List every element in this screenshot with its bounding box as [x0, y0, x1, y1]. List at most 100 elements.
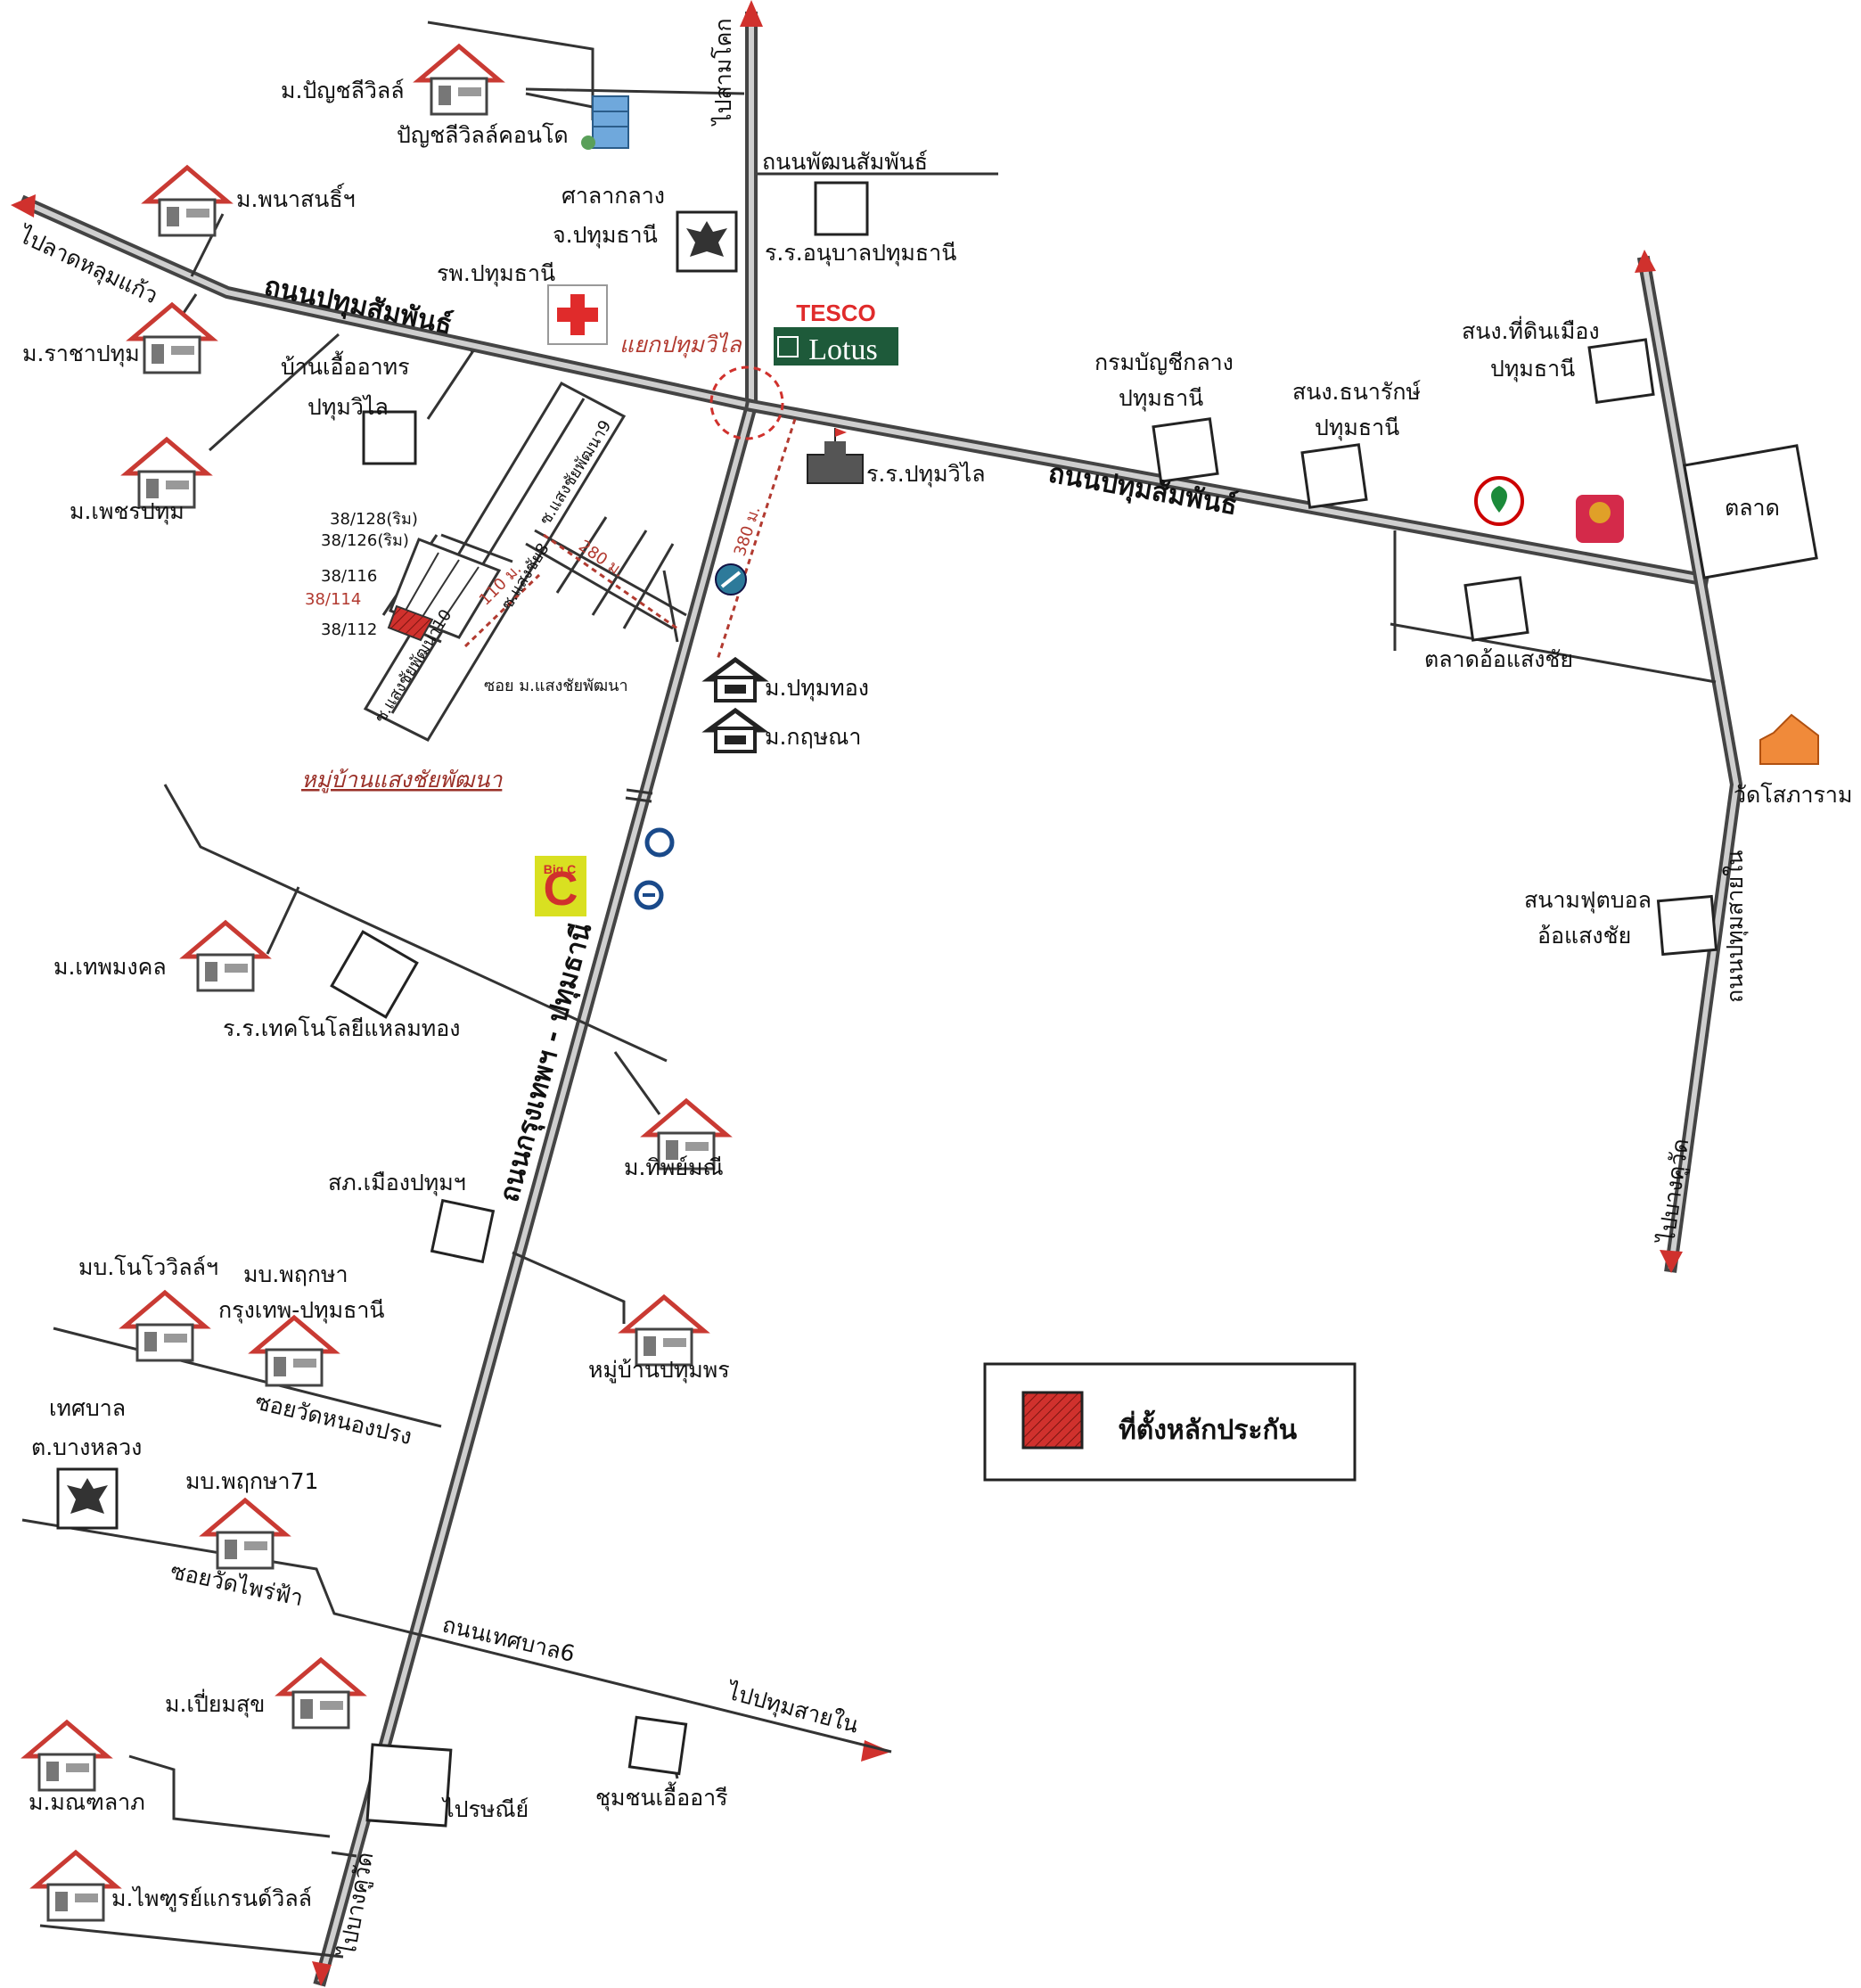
intersection-circle — [709, 366, 784, 440]
house-icon — [125, 1293, 205, 1360]
hospital-cross-icon — [547, 284, 608, 345]
house-icon — [127, 439, 207, 507]
bank-icon — [1474, 476, 1524, 526]
label-m-thip: ม.ทิพย์มณี — [624, 1154, 724, 1180]
label-road-thetsaban6: ถนนเทศบาล6 — [440, 1612, 578, 1667]
label-land-2: ปทุมธานี — [1490, 356, 1575, 382]
label-market: ตลาด — [1725, 495, 1780, 521]
svg-text:Big C: Big C — [544, 862, 577, 876]
label-m-manee: ม.มณฑลาภ — [29, 1789, 145, 1815]
secondary-lanes — [21, 21, 1717, 1959]
label-m-racha: ม.ราชาปทุม — [22, 341, 140, 367]
label-to-sam-khok: ไปสามโคก — [710, 18, 736, 127]
direction-arrows — [11, 0, 1683, 1986]
house-icon — [185, 923, 266, 990]
label-m-pruksa-1: มบ.พฤกษา — [243, 1261, 348, 1287]
house-icon — [132, 305, 212, 373]
bank-circle-icon — [644, 827, 675, 858]
label-kindergarten: ร.ร.อนุบาลปทุมธานี — [765, 240, 956, 267]
label-panyasiri-condo: ปัญชลีวิลล์คอนโด — [397, 122, 569, 148]
collateral-plot — [387, 604, 434, 642]
label-municipal-2: ต.บางหลวง — [31, 1434, 142, 1460]
label-soi-m-saengchai: ซอย ม.แสงชัยพัฒนา — [484, 677, 628, 695]
label-temple-sopharam: วัดโสภาราม — [1734, 782, 1852, 808]
bank-circle-icon — [634, 880, 664, 910]
svg-text:C: C — [544, 862, 578, 916]
label-land-1: สนง.ที่ดินเมือง — [1462, 316, 1600, 344]
house-icon — [624, 1297, 704, 1365]
label-m-pruksa71: มบ.พฤกษา71 — [185, 1468, 318, 1494]
label-municipal-1: เทศบาล — [49, 1395, 126, 1421]
bigc-logo: C Big C — [535, 856, 586, 916]
house-icon — [36, 1852, 116, 1920]
gov-bank-icon — [1576, 495, 1624, 543]
label-plot-128: 38/128(ริม) — [330, 510, 418, 529]
label-m-pruksa-2: กรุงเทพ-ปทุมธานี — [218, 1297, 385, 1324]
condo-icon — [581, 95, 629, 150]
label-treasury-2: ปทุมธานี — [1315, 415, 1399, 441]
label-comptroller-2: ปทุมธานี — [1119, 385, 1203, 412]
house-icon — [147, 168, 227, 235]
school-icon — [807, 428, 864, 484]
house-icon — [254, 1318, 334, 1385]
house-icon — [281, 1660, 361, 1728]
label-baan-uea-2: ปทุมวิไล — [307, 394, 389, 421]
label-to-bang-khu-wat: ไปบางคูวัด — [1653, 1137, 1694, 1246]
distance-markers — [463, 366, 797, 661]
label-m-pathum-thong: ม.ปทุมทอง — [765, 675, 869, 702]
label-court-1: ศาลากลาง — [562, 183, 665, 209]
label-plot-112: 38/112 — [321, 620, 377, 639]
legend-swatch — [1021, 1391, 1084, 1450]
svg-text:Lotus: Lotus — [808, 333, 877, 366]
legend-text: ที่ตั้งหลักประกัน — [1119, 1409, 1298, 1446]
label-post-office: ไปรษณีย์ — [441, 1796, 529, 1822]
label-road-phatthana: ถนนพัฒนสัมพันธ์ — [762, 149, 928, 175]
gas-station-icon — [715, 563, 747, 596]
building-boxes — [330, 181, 1818, 1828]
label-baan-uea-1: บ้านเอื้ออาทร — [281, 350, 410, 380]
label-police: สภ.เมืองปทุมฯ — [328, 1170, 466, 1196]
label-school-pathumwilai: ร.ร.ปทุมวิไล — [866, 461, 986, 488]
house-icon — [205, 1500, 285, 1568]
label-village-pathumphon: หมู่บ้านปทุมพร — [588, 1357, 730, 1384]
legend: ที่ตั้งหลักประกัน — [983, 1362, 1357, 1482]
label-soi-wat-nong-prong: ซอยวัดหนองปรง — [253, 1389, 414, 1450]
label-tech-school: ร.ร.เทคโนโลยีแหลมทอง — [223, 1015, 461, 1041]
label-m-phaitoon: ม.ไพฑูรย์แกรนด์วิลล์ — [111, 1885, 312, 1912]
label-m-kritsana: ม.กฤษณา — [765, 724, 861, 750]
house-icon — [419, 46, 499, 114]
temple-icon — [1759, 713, 1819, 765]
svg-text:TESCO: TESCO — [796, 300, 876, 326]
label-intersection: แยกปทุมวิไล — [619, 332, 742, 358]
label-court-2: จ.ปทุมธานี — [553, 222, 658, 249]
label-hospital: รพ.ปทุมธานี — [437, 260, 555, 287]
garuda-icon — [56, 1467, 119, 1530]
label-m-thep: ม.เทพมงคล — [53, 954, 167, 980]
label-comptroller-1: กรมบัญชีกลาง — [1094, 349, 1234, 375]
tesco-lotus-logo: TESCO Lotus — [774, 299, 898, 366]
label-market-ao: ตลาดอ้อแสงชัย — [1424, 646, 1573, 672]
label-road-pathum-sai-nai: ถนนปทุมสายใน — [1722, 850, 1749, 1003]
label-road-pathum-samphan-west: ถนนปทุมสัมพันธ์ — [261, 271, 455, 342]
label-plot-116: 38/116 — [321, 567, 377, 586]
label-plot-114: 38/114 — [305, 590, 361, 609]
main-roads — [18, 12, 1742, 1987]
house-icon — [709, 660, 762, 701]
label-treasury-1: สนง.ธนารักษ์ — [1292, 379, 1422, 405]
label-football-2: อ้อแสงชัย — [1537, 923, 1631, 949]
house-icon — [27, 1722, 107, 1790]
house-icon — [709, 711, 762, 752]
garuda-icon — [676, 210, 738, 273]
label-plot-126: 38/126(ริม) — [321, 531, 409, 550]
label-m-panyasiri: ม.ปัญชลีวิลล์ — [281, 78, 405, 103]
label-m-novo: มบ.โนโววิลล์ฯ — [78, 1254, 218, 1280]
label-m-phet: ม.เพชรปทุม — [70, 498, 184, 525]
special-icons: TESCO Lotus — [56, 95, 1819, 1858]
plots — [387, 538, 502, 642]
label-to-pathum-sai-nai: ไปปทุมสายใน — [723, 1678, 861, 1738]
label-soi-saengchai-9: ซ.แสงชัยพัฒนา9 — [536, 417, 615, 529]
label-community: ชุมชนเอื้ออารี — [595, 1781, 728, 1811]
label-m-phana: ม.พนาสนธิ์ฯ — [236, 183, 356, 212]
label-m-piam: ม.เปี่ยมสุข — [165, 1688, 265, 1718]
